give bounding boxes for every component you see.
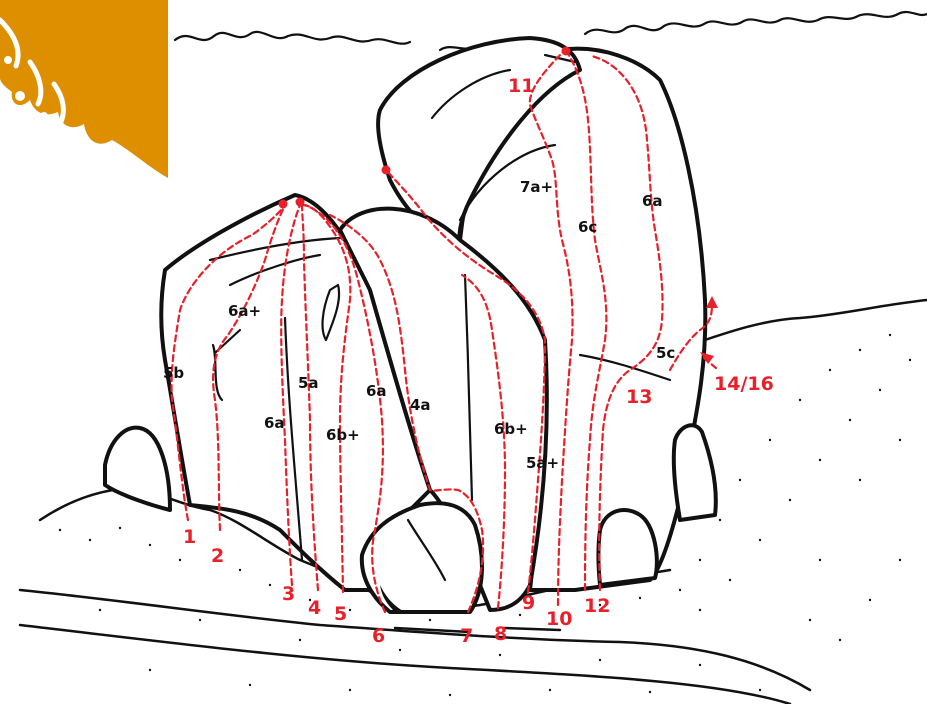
route-grade: 6b+ xyxy=(494,420,528,438)
route-number: 6 xyxy=(372,625,385,647)
route-number: 12 xyxy=(584,595,610,617)
route-number: 5 xyxy=(334,603,347,625)
boulder xyxy=(105,38,716,612)
route-number: 14/16 xyxy=(714,373,774,395)
anchor-center xyxy=(296,198,305,207)
route-number: 8 xyxy=(494,623,507,645)
route-grade: 5b xyxy=(163,364,184,382)
tree-silhouette xyxy=(0,0,168,178)
route-number: 4 xyxy=(308,597,321,619)
route-number: 9 xyxy=(522,592,535,614)
route-number: 10 xyxy=(546,608,572,630)
route-grade: 6b+ xyxy=(326,426,360,444)
route-grade: 6a xyxy=(264,414,285,432)
arrow-head-up xyxy=(706,296,718,308)
route-number: 13 xyxy=(626,386,652,408)
route-grade: 7a+ xyxy=(520,178,553,196)
route-number: 3 xyxy=(282,583,295,605)
route-number: 7 xyxy=(460,625,473,647)
route-grade: 6a xyxy=(642,192,663,210)
route-number: 11 xyxy=(508,75,534,97)
anchor-left xyxy=(279,200,288,209)
anchor-top xyxy=(562,47,571,56)
route-grade: 4a xyxy=(410,396,431,414)
route-grade: 5a+ xyxy=(526,454,559,472)
route-number: 2 xyxy=(211,545,224,567)
route-grade: 6a xyxy=(366,382,387,400)
route-grade: 5c xyxy=(656,344,675,362)
route-grade: 5a xyxy=(298,374,319,392)
route-grade: 6c xyxy=(578,218,597,236)
anchor-middle xyxy=(382,166,391,175)
route-number: 1 xyxy=(183,526,196,548)
route-grade: 6a+ xyxy=(228,302,261,320)
